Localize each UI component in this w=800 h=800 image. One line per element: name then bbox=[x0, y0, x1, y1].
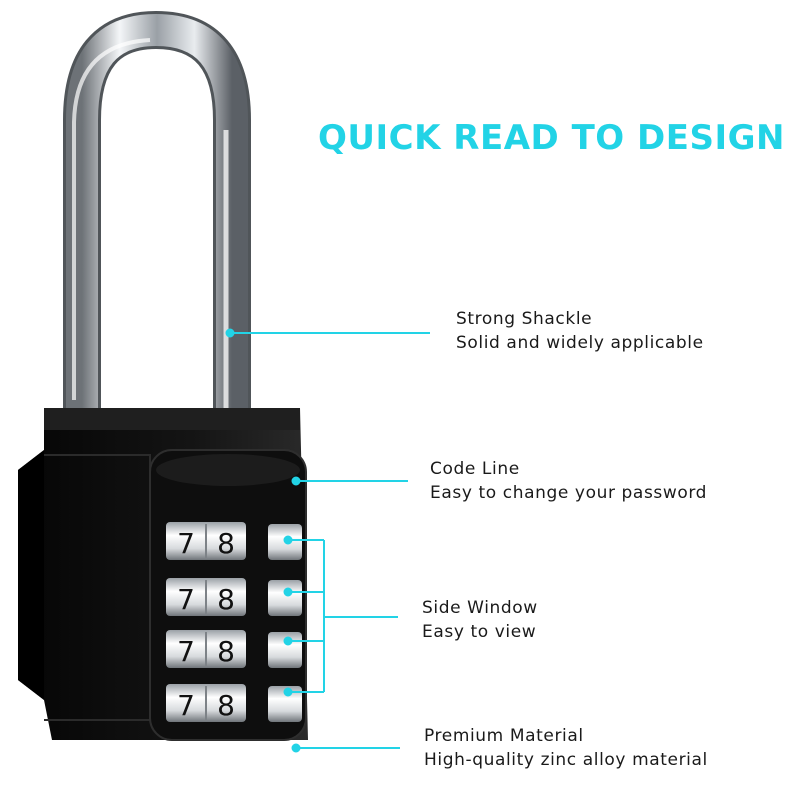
callout-leaders bbox=[225, 328, 430, 753]
callout-title: Premium Material bbox=[424, 726, 584, 746]
callout-description: Solid and widely applicable bbox=[456, 333, 704, 353]
dial-digit: 7 bbox=[177, 527, 195, 560]
headline: QUICK READ TO DESIGN bbox=[318, 118, 785, 158]
dial-digit: 7 bbox=[177, 583, 195, 616]
dial-digit: 8 bbox=[217, 527, 235, 560]
callout-premium-material: Premium Material High-quality zinc alloy… bbox=[424, 724, 708, 772]
dial-digit: 7 bbox=[177, 635, 195, 668]
callout-title: Code Line bbox=[430, 459, 520, 479]
lock-body bbox=[18, 408, 308, 741]
dial-digit: 8 bbox=[217, 689, 235, 722]
callout-side-window: Side Window Easy to view bbox=[422, 596, 538, 644]
callout-title: Strong Shackle bbox=[456, 309, 593, 329]
callout-strong-shackle: Strong Shackle Solid and widely applicab… bbox=[456, 307, 704, 355]
dial-digit: 8 bbox=[217, 635, 235, 668]
dial-digit: 8 bbox=[217, 583, 235, 616]
callout-description: High-quality zinc alloy material bbox=[424, 750, 708, 770]
dial-digit: 7 bbox=[177, 689, 195, 722]
dial-row[interactable]: 7 8 bbox=[166, 522, 302, 560]
dial-row[interactable]: 7 8 bbox=[166, 630, 302, 668]
callout-description: Easy to view bbox=[422, 622, 537, 642]
shackle bbox=[63, 10, 251, 450]
dial-row[interactable]: 7 8 bbox=[166, 684, 302, 722]
combination-dials[interactable]: 7 8 7 8 7 8 7 8 bbox=[166, 522, 302, 722]
callout-code-line: Code Line Easy to change your password bbox=[430, 457, 707, 505]
callout-description: Easy to change your password bbox=[430, 483, 708, 503]
callout-title: Side Window bbox=[422, 598, 538, 618]
dial-row[interactable]: 7 8 bbox=[166, 578, 302, 616]
